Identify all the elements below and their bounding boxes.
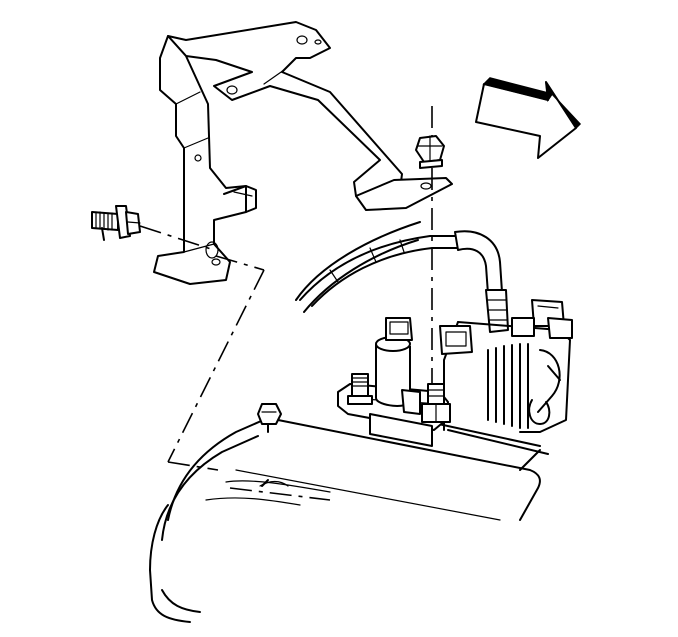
nut [415, 135, 445, 169]
spark-plug-wire [299, 230, 509, 333]
coil-stud-right [421, 383, 451, 423]
ignition-module [439, 299, 573, 433]
cover-bolt [257, 403, 282, 433]
direction-arrow-icon [475, 77, 582, 159]
coil-stud-left [347, 373, 373, 405]
bracket-bolt [91, 205, 141, 241]
ignition-coil-assembly [337, 317, 451, 447]
alignment-lines [139, 106, 433, 471]
mounting-bracket [153, 21, 453, 285]
